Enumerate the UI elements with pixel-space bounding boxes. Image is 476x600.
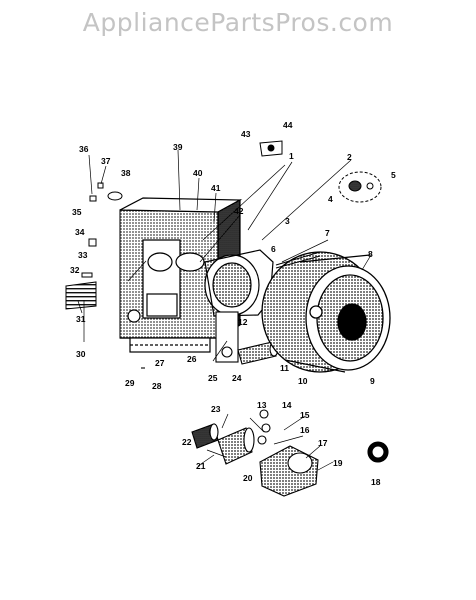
part-label-35: 35 — [72, 207, 82, 217]
lower-parts — [141, 367, 389, 497]
part-label-38: 38 — [121, 168, 131, 178]
part-label-34: 34 — [75, 227, 85, 237]
part-label-10: 10 — [298, 376, 308, 386]
part-label-27: 27 — [155, 358, 165, 368]
part-label-29: 29 — [125, 378, 135, 388]
part-label-20: 20 — [243, 473, 253, 483]
part-label-40: 40 — [193, 168, 203, 178]
small-hardware-left — [81, 182, 123, 278]
part-label-16: 16 — [300, 425, 310, 435]
part-label-5: 5 — [391, 170, 396, 180]
access-panel — [215, 311, 239, 363]
part-label-1: 1 — [289, 151, 294, 161]
vent-panel — [65, 281, 97, 310]
part-label-23: 23 — [211, 404, 221, 414]
part-label-42: 42 — [234, 206, 244, 216]
part-label-9: 9 — [370, 376, 375, 386]
part-label-25: 25 — [208, 373, 218, 383]
part-label-31: 31 — [76, 314, 86, 324]
part-label-39: 39 — [173, 142, 183, 152]
drum-assembly — [261, 251, 391, 373]
part-label-36: 36 — [79, 144, 89, 154]
part-label-18: 18 — [371, 477, 381, 487]
part-label-11: 11 — [280, 363, 289, 373]
front-bulkhead — [204, 249, 274, 317]
part-label-22: 22 — [182, 437, 192, 447]
part-label-13: 13 — [257, 400, 267, 410]
part-label-21: 21 — [196, 461, 206, 471]
part-label-33: 33 — [78, 250, 88, 260]
bracket — [259, 140, 283, 157]
part-labels: 1 2 3 4 5 6 7 8 9 10 11 12 13 14 15 16 1… — [70, 120, 396, 487]
part-label-14: 14 — [282, 400, 292, 410]
part-label-2: 2 — [347, 152, 352, 162]
part-label-43: 43 — [241, 129, 251, 139]
part-label-12: 12 — [238, 317, 248, 327]
watermark: AppliancePartsPros.com — [82, 8, 394, 37]
part-label-30: 30 — [76, 349, 86, 359]
belt — [275, 251, 321, 269]
part-label-4: 4 — [328, 194, 333, 204]
part-label-32: 32 — [70, 265, 80, 275]
part-label-8: 8 — [368, 249, 373, 259]
part-label-26: 26 — [187, 354, 197, 364]
part-label-28: 28 — [152, 381, 162, 391]
part-label-3: 3 — [285, 216, 290, 226]
part-label-19: 19 — [333, 458, 343, 468]
part-label-44: 44 — [283, 120, 293, 130]
part-label-6: 6 — [271, 244, 276, 254]
part-label-17: 17 — [318, 438, 328, 448]
part-label-7: 7 — [325, 228, 330, 238]
motor-detail — [338, 171, 382, 203]
part-label-15: 15 — [300, 410, 310, 420]
part-label-37: 37 — [101, 156, 111, 166]
leader-lines — [77, 149, 372, 471]
part-label-24: 24 — [232, 373, 242, 383]
part-label-41: 41 — [211, 183, 221, 193]
